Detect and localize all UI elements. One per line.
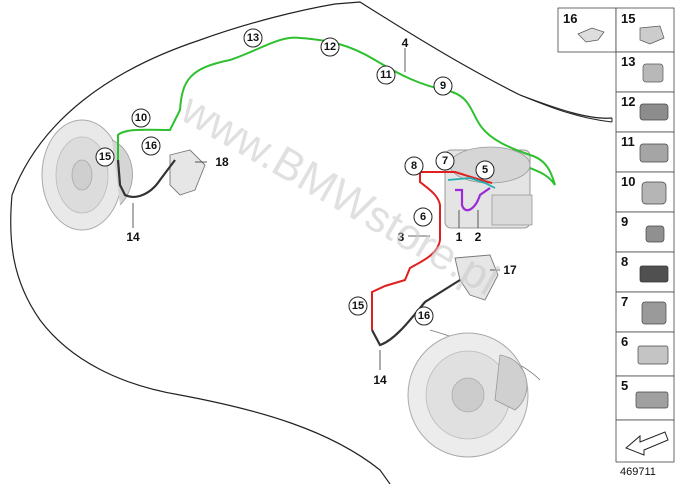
svg-text:8: 8	[411, 160, 417, 172]
arrow-icon	[625, 431, 669, 456]
svg-text:16: 16	[145, 140, 157, 152]
callout-16-front: 16	[414, 306, 434, 326]
callout-8: 8	[404, 156, 424, 176]
parts-cell-6: 6	[615, 331, 675, 377]
svg-text:16: 16	[563, 11, 577, 26]
callout-5: 5	[475, 160, 495, 180]
parts-cell-11: 11	[615, 131, 675, 173]
svg-text:6: 6	[420, 211, 426, 223]
svg-text:6: 6	[621, 334, 628, 349]
parts-cell-12: 12	[615, 91, 675, 133]
svg-text:7: 7	[442, 155, 448, 167]
svg-text:13: 13	[621, 54, 635, 69]
callout-7: 7	[435, 151, 455, 171]
parts-panel: 16 15 13 12 11 10	[557, 7, 675, 463]
label-3: 3	[398, 230, 405, 244]
parts-cell-9: 9	[615, 211, 675, 253]
callout-circles: 13 12 11 9 10 15 16 8 7 5 6 15 16	[95, 28, 495, 326]
parts-cell-arrow	[615, 419, 675, 463]
parts-cell-5: 5	[615, 375, 675, 421]
parts-cell-7: 7	[615, 291, 675, 333]
parts-cell-16: 16	[557, 7, 617, 53]
reference-number: 469711	[620, 466, 656, 478]
svg-text:5: 5	[482, 164, 488, 176]
svg-text:13: 13	[247, 32, 259, 44]
svg-text:11: 11	[621, 134, 635, 149]
svg-text:9: 9	[621, 214, 628, 229]
callout-16-rear: 16	[141, 136, 161, 156]
svg-text:12: 12	[324, 41, 336, 53]
brake-line-1	[455, 187, 491, 212]
parts-cell-10: 10	[615, 171, 675, 213]
callout-9: 9	[433, 76, 453, 96]
brake-line-2	[447, 177, 496, 189]
svg-text:9: 9	[440, 80, 446, 92]
svg-text:5: 5	[621, 378, 628, 393]
car-inner-outline	[519, 94, 613, 123]
label-17: 17	[503, 263, 517, 277]
label-4: 4	[402, 36, 409, 50]
label-14-front: 14	[373, 373, 387, 387]
part-labels: 4 18 14 3 1 2 17 14	[126, 36, 517, 387]
rear-brake-hose	[116, 159, 176, 198]
svg-text:15: 15	[352, 300, 364, 312]
callout-13: 13	[243, 28, 263, 48]
svg-text:16: 16	[418, 310, 430, 322]
bracket-18	[169, 149, 206, 196]
svg-text:10: 10	[621, 174, 635, 189]
abs-unit	[444, 146, 533, 229]
front-brake-disc	[407, 332, 529, 458]
leader-lines	[132, 48, 500, 370]
parts-cell-8: 8	[615, 251, 675, 293]
svg-text:15: 15	[621, 11, 635, 26]
callout-15-rear: 15	[95, 147, 115, 167]
callout-12: 12	[320, 37, 340, 57]
label-1: 1	[456, 230, 463, 244]
svg-text:10: 10	[135, 112, 147, 124]
brake-line-3	[371, 172, 441, 330]
callout-15-front: 15	[348, 296, 368, 316]
parts-cell-15: 15	[615, 7, 675, 53]
label-14-rear: 14	[126, 230, 140, 244]
svg-text:12: 12	[621, 94, 635, 109]
svg-text:8: 8	[621, 254, 628, 269]
svg-text:7: 7	[621, 294, 628, 309]
svg-text:15: 15	[99, 151, 111, 163]
front-brake-hose	[371, 279, 461, 347]
rear-brake-disc	[41, 119, 133, 231]
brake-line-4	[117, 36, 556, 186]
svg-text:11: 11	[380, 69, 392, 81]
callout-11: 11	[376, 65, 396, 85]
callout-6: 6	[413, 207, 433, 227]
brake-line-3-ends	[420, 171, 493, 184]
label-18: 18	[215, 155, 229, 169]
parts-cell-13: 13	[615, 51, 675, 93]
label-2: 2	[475, 230, 482, 244]
callout-10: 10	[131, 108, 151, 128]
